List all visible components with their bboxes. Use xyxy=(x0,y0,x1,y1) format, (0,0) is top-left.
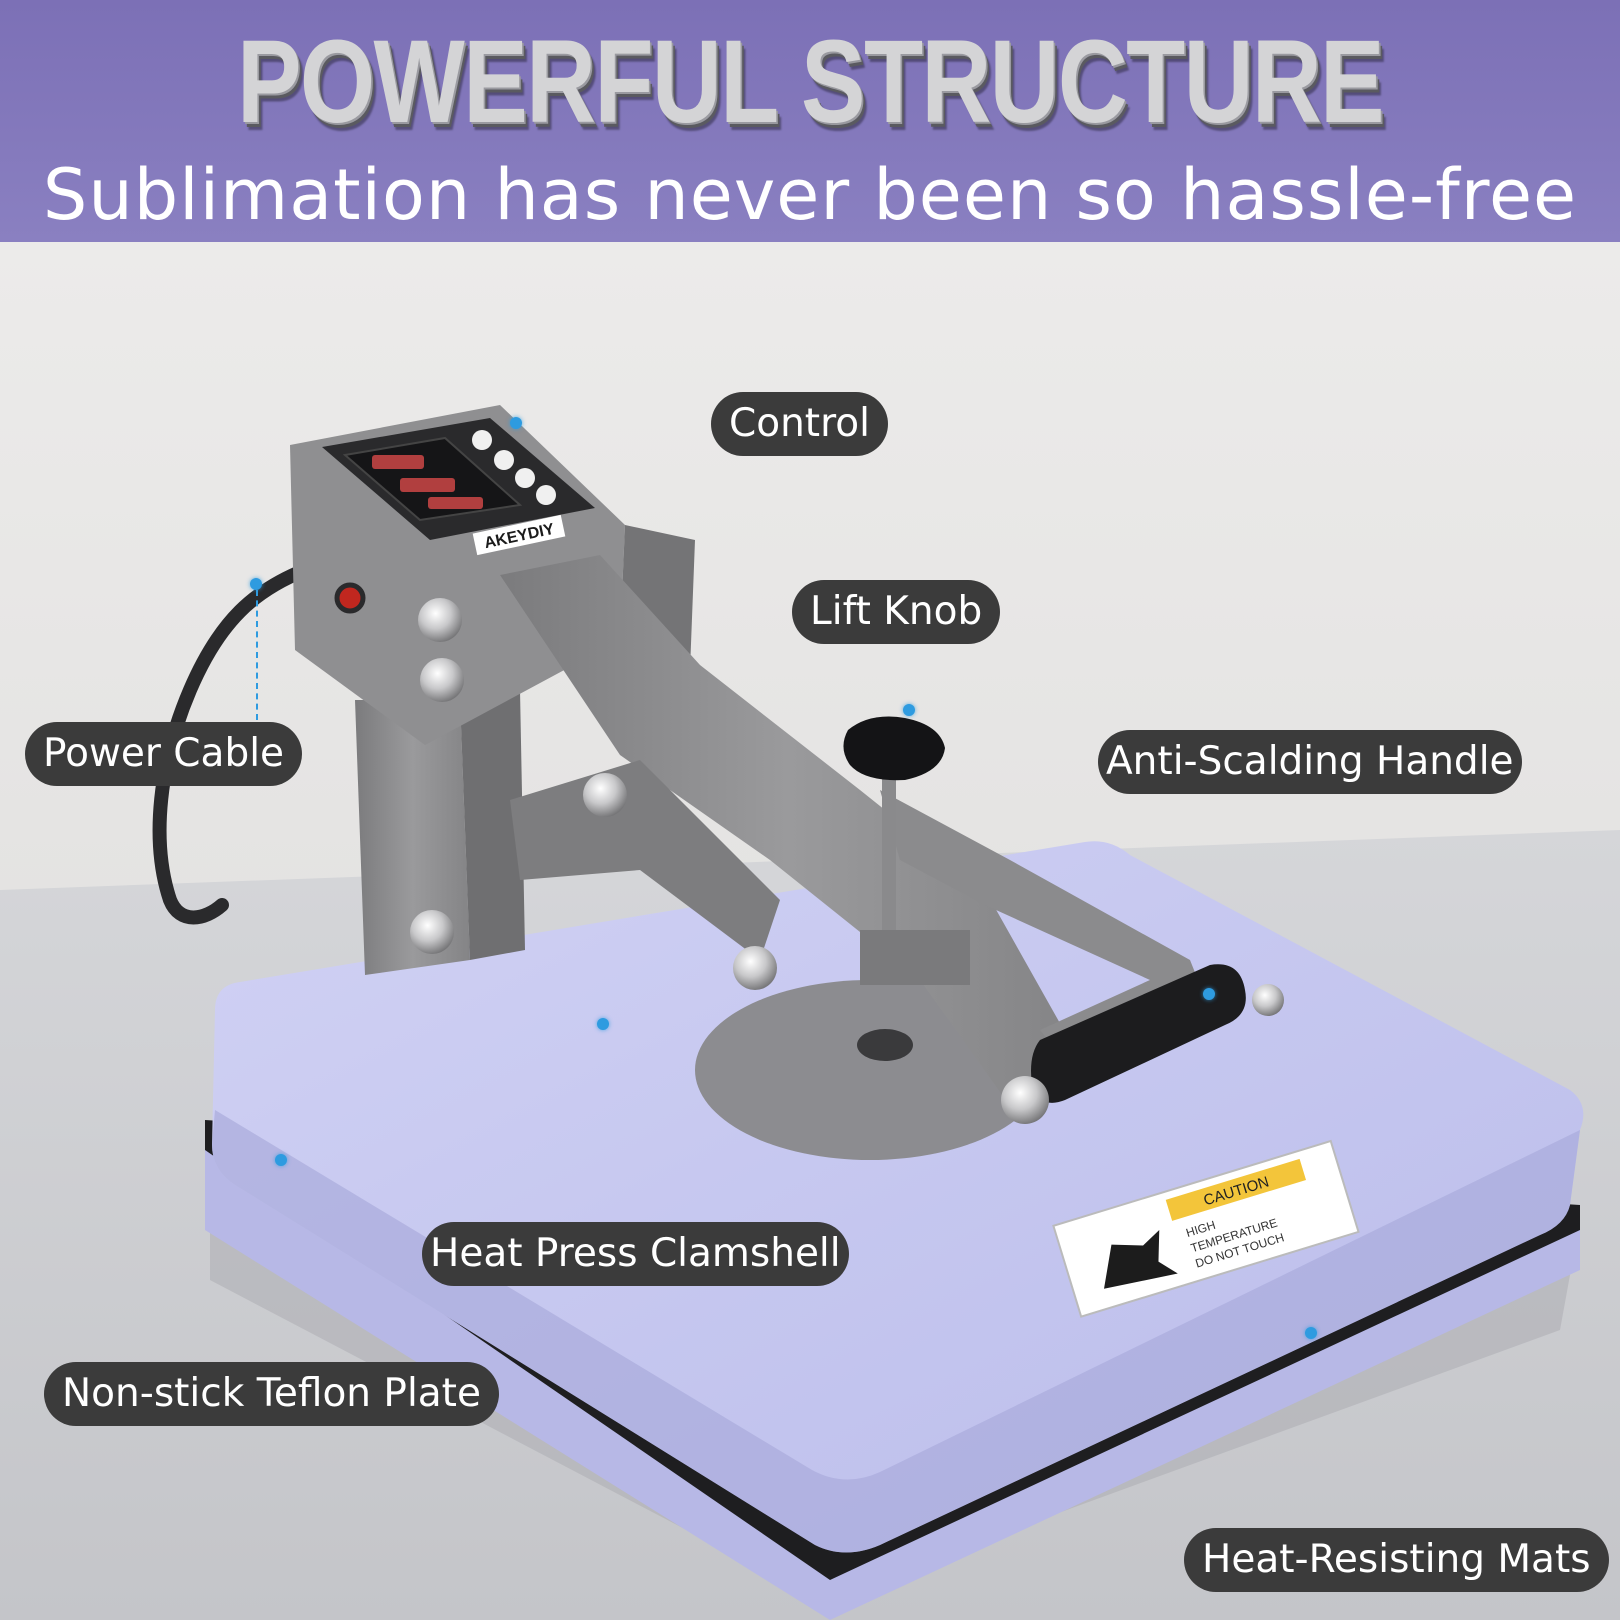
subtitle: Sublimation has never been so hassle-fre… xyxy=(42,154,1578,236)
panel-buttons xyxy=(472,430,556,505)
callout-heat-resisting-mats: Heat-Resisting Mats xyxy=(1184,1528,1609,1592)
knob-screw xyxy=(882,775,896,940)
callout-control: Control xyxy=(711,392,888,456)
power-switch xyxy=(334,582,366,614)
bolts xyxy=(410,598,1284,1124)
callout-power-cable: Power Cable xyxy=(25,722,303,786)
display-digits xyxy=(372,455,483,509)
power-cable-marker xyxy=(250,578,262,590)
callout-anti-scalding-handle: Anti-Scalding Handle xyxy=(1098,730,1522,794)
caution-label: CAUTION HIGH TEMPERATURE DO NOT TOUCH xyxy=(1052,1139,1360,1318)
rear-column-side xyxy=(460,690,525,960)
header-banner: POWERFUL STRUCTURE Sublimation has never… xyxy=(0,0,1620,242)
power-cable-leader xyxy=(256,590,258,720)
non-stick-teflon-plate-marker xyxy=(275,1154,287,1166)
callout-non-stick-teflon-plate: Non-stick Teflon Plate xyxy=(44,1362,499,1426)
lower-link xyxy=(510,760,780,960)
lift-knob-marker xyxy=(903,704,915,716)
callout-lift-knob: Lift Knob xyxy=(792,580,1001,644)
lift-knob-shape xyxy=(843,716,945,781)
anti-scalding-handle-marker xyxy=(1203,988,1215,1000)
control-marker xyxy=(510,417,522,429)
knob-bracket xyxy=(860,930,970,985)
rear-column xyxy=(355,700,470,975)
hand-warning-pictogram xyxy=(1104,1230,1178,1289)
headline: POWERFUL STRUCTURE xyxy=(237,16,1385,148)
heat-resisting-mats-marker xyxy=(1305,1327,1317,1339)
pressure-bolt xyxy=(857,1029,913,1061)
brand-plate xyxy=(472,514,566,556)
anti-scalding-grip xyxy=(1031,964,1246,1103)
heat-press-clamshell-marker xyxy=(597,1018,609,1030)
callout-heat-press-clamshell: Heat Press Clamshell xyxy=(422,1222,849,1286)
